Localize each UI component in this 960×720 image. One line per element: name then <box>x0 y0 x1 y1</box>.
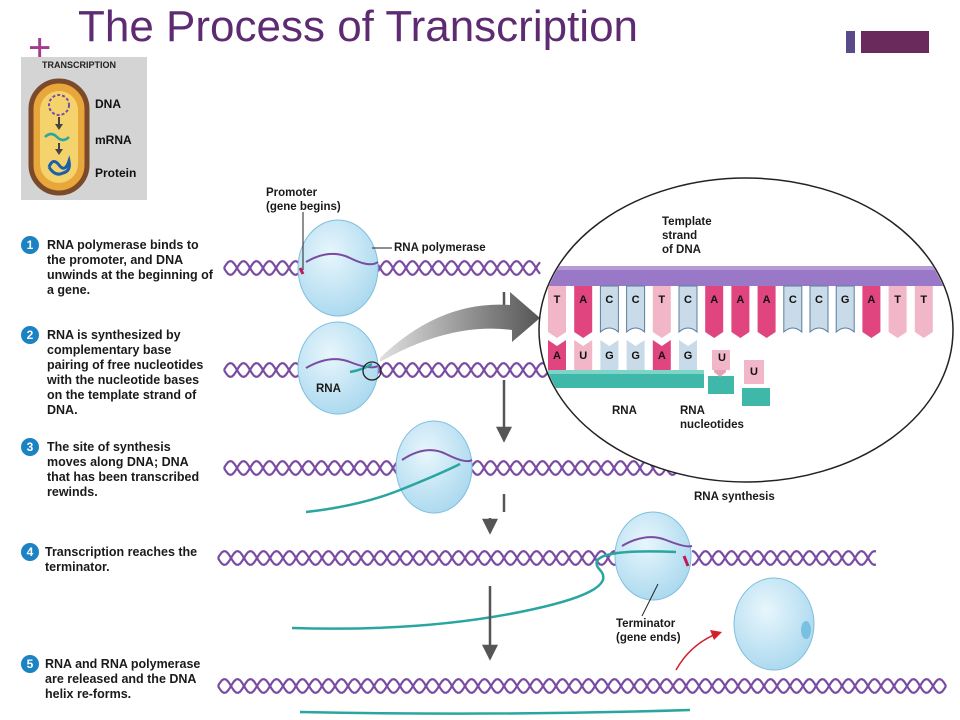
template-base-tooth <box>731 286 750 338</box>
rna-synthesis-label: RNA synthesis <box>694 491 775 503</box>
overview-label-mrna: mRNA <box>95 133 132 147</box>
template-base-letter: A <box>867 294 876 306</box>
free-rna-nucleotide-2 <box>742 360 770 406</box>
template-base-letter: T <box>920 294 928 306</box>
template-base-tooth <box>705 286 724 338</box>
template-strand-backbone <box>540 268 952 286</box>
template-base-letter: G <box>840 294 850 306</box>
rna-base-letter: G <box>631 350 640 362</box>
step-3-text: The site of synthesis moves along DNA; D… <box>47 440 200 499</box>
template-base-letter: T <box>658 294 666 306</box>
step-5-badge: 5 <box>21 655 39 673</box>
template-base-letter: A <box>710 294 719 306</box>
dna-helices <box>217 259 947 695</box>
template-base-tooth <box>809 285 829 334</box>
overview-label-protein: Protein <box>95 166 137 180</box>
slide-title: The Process of Transcription <box>78 2 639 51</box>
template-base-letter: A <box>736 294 745 306</box>
rna-base-letter: U <box>579 350 588 362</box>
decor-bar-wide <box>861 31 929 53</box>
dna-strand <box>223 361 561 379</box>
rna-base-tooth <box>652 340 671 370</box>
rna-strand-step2 <box>349 362 373 374</box>
rna-label-step2: RNA <box>316 383 341 395</box>
rna-polymerase-step1 <box>297 219 379 317</box>
template-base-letter: C <box>788 294 797 306</box>
free-nucleotide-letter: U <box>718 352 726 364</box>
released-rna <box>299 708 691 715</box>
rna-strand-step4 <box>291 550 677 630</box>
terminator-label: Terminator (gene ends) <box>616 618 681 644</box>
step-3-badge: 3 <box>21 438 39 456</box>
rna-nucleotides-label: RNA nucleotides <box>680 405 744 431</box>
template-base-tooth <box>574 286 593 338</box>
step-4-text: Transcription reaches the terminator. <box>45 545 198 574</box>
rna-label-zoom: RNA <box>612 405 637 417</box>
dna-strand <box>217 549 877 567</box>
rna-base-tooth <box>626 340 645 370</box>
template-base-tooth <box>783 285 803 334</box>
template-base-letter: C <box>631 294 640 306</box>
template-base-letter: C <box>815 294 823 306</box>
step-5-text: RNA and RNA polymerase are released and … <box>45 657 201 701</box>
step-1-badge: 1 <box>21 236 39 254</box>
rna-base-letter: A <box>657 350 666 362</box>
template-strand-label: Template strand of DNA <box>662 216 712 256</box>
rna-polymerase-label: RNA polymerase <box>394 242 486 254</box>
dna-strand <box>217 677 947 695</box>
free-rna-nucleotide-1 <box>708 350 734 394</box>
template-base-tooth <box>862 286 881 338</box>
template-base-letter: A <box>579 294 588 306</box>
template-base-letter: A <box>762 294 771 306</box>
step-1-text: RNA polymerase binds to the promoter, an… <box>47 238 213 297</box>
template-base-tooth <box>914 286 933 338</box>
template-base-tooth <box>835 285 855 334</box>
rna-strand-step3 <box>305 462 461 514</box>
template-base-letter: T <box>553 294 561 306</box>
dna-strand <box>223 459 701 477</box>
cell-illustration <box>28 78 90 196</box>
zoom-origin-circle <box>362 361 382 381</box>
terminator-mark <box>682 555 690 567</box>
template-base-tooth <box>652 286 671 338</box>
decor-bar-thin <box>846 31 855 53</box>
free-nucleotide-letter: U <box>750 366 758 378</box>
rna-base-letter: A <box>553 350 561 362</box>
zoom-arrow <box>380 292 540 362</box>
step-2-text: RNA is synthesized by complementary base… <box>47 328 204 417</box>
template-base-tooth <box>678 285 698 334</box>
released-rna-polymerase <box>733 577 815 671</box>
dna-strand <box>217 549 877 567</box>
template-base-letter: C <box>684 294 692 306</box>
rna-polymerase-step3 <box>395 420 473 514</box>
promoter-label: Promoter (gene begins) <box>266 187 341 213</box>
dna-strand <box>223 259 541 277</box>
template-base-letter: C <box>605 294 614 306</box>
rna-base-tooth <box>679 340 697 370</box>
step-4-badge: 4 <box>21 543 39 561</box>
overview-heading: TRANSCRIPTION <box>42 60 116 70</box>
rna-backbone <box>548 370 704 388</box>
rna-base-tooth <box>600 340 619 370</box>
rna-base-letter: G <box>605 350 614 362</box>
transcription-overview-panel: TRANSCRIPTION DNA mRNA Protein <box>21 57 147 200</box>
template-base-letter: T <box>894 294 901 306</box>
overview-label-dna: DNA <box>95 97 121 111</box>
template-base-tooth <box>757 286 776 338</box>
rna-base-tooth <box>574 340 593 370</box>
rna-base-letter: G <box>683 350 693 362</box>
rna-polymerase-step4 <box>614 511 692 601</box>
rna-base-tooth <box>548 340 566 370</box>
template-base-tooth <box>626 285 646 334</box>
template-base-tooth <box>548 286 566 338</box>
step-2-badge: 2 <box>21 326 39 344</box>
promoter-mark <box>298 267 305 275</box>
template-base-tooth <box>599 285 619 334</box>
rna-polymerase-step2 <box>297 321 379 415</box>
template-base-tooth <box>888 286 907 338</box>
